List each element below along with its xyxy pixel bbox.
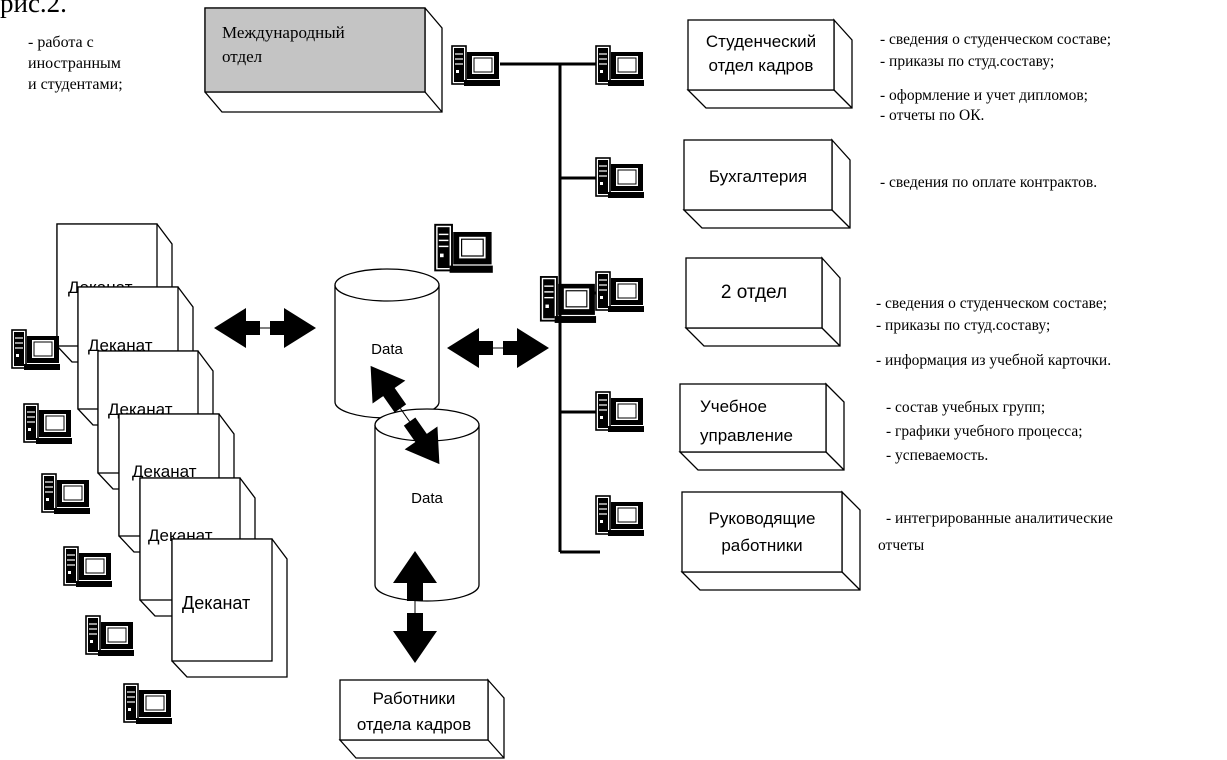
dept-name: Руководящие: [709, 509, 816, 528]
international-dept-box: Международный отдел: [204, 7, 443, 113]
computer-icon-deanery-2: [23, 403, 73, 445]
note-line: - приказы по студ.составу;: [880, 53, 1054, 70]
deanery-label: Деканат: [182, 593, 250, 613]
note-line: - приказы по студ.составу;: [876, 317, 1050, 334]
note-line: - оформление и учет дипломов;: [880, 87, 1088, 104]
data-store-label: Data: [411, 490, 443, 507]
deanery-label: Деканат: [132, 462, 197, 481]
international-dept-notes: - работа с иностранным и студентами;: [28, 32, 123, 95]
dept-box-second-dept: 2 отдел: [684, 256, 841, 347]
computer-icon-academic: [595, 391, 645, 433]
computer-icon-deanery-1: [11, 329, 61, 371]
computer-icon-deanery-6: [123, 683, 173, 725]
dept-name: Учебное: [700, 397, 767, 416]
computer-icon-center-2: [539, 276, 597, 324]
computer-icon-accounting: [595, 157, 645, 199]
dept-box-academic: Учебное управление: [678, 382, 845, 471]
dept-name: управление: [700, 426, 793, 445]
note-line: - интегрированные аналитические: [886, 510, 1113, 527]
international-note-line: и студентами;: [28, 76, 123, 93]
dept-box-student-hr: Студенческий отдел кадров: [686, 18, 853, 109]
note-line: - отчеты по ОК.: [880, 107, 984, 124]
computer-icon-center-1: [434, 223, 494, 274]
arrow-data-to-network: [446, 327, 550, 369]
data-store-main: Data: [334, 268, 440, 419]
international-dept-title: Международный: [222, 23, 345, 42]
deanery-label: Деканат: [88, 336, 153, 355]
arrow-data-to-hr-workers: [393, 551, 437, 663]
computer-icon-deanery-5: [85, 615, 135, 657]
dept-notes: - сведения о студенческом составе; - при…: [876, 31, 1113, 554]
computer-icon-student-hr: [595, 45, 645, 87]
deanery-page: Деканат: [171, 538, 288, 678]
dept-name: Студенческий: [706, 32, 816, 51]
computer-icon-second-dept: [595, 271, 645, 313]
note-line: - состав учебных групп;: [886, 399, 1045, 416]
data-store-label: Data: [371, 341, 403, 358]
computer-icon-management: [595, 495, 645, 537]
arrow-data-to-data: [370, 365, 440, 465]
dept-box-management: Руководящие работники: [680, 490, 861, 591]
hr-workers-box: Работники отдела кадров: [338, 678, 505, 759]
international-note-line: - работа с: [28, 34, 94, 51]
note-line: - сведения по оплате контрактов.: [880, 174, 1097, 191]
arrow-deanery-to-data: [213, 307, 317, 349]
computer-icon-international: [451, 45, 501, 87]
note-line: - графики учебного процесса;: [886, 423, 1083, 440]
dept-box-accounting: Бухгалтерия: [682, 138, 851, 229]
international-dept-title: отдел: [222, 47, 263, 66]
note-line: - информация из учебной карточки.: [876, 352, 1111, 369]
dept-name: отдел кадров: [709, 56, 814, 75]
note-line: - успеваемость.: [886, 447, 988, 464]
hr-workers-label: Работники: [373, 689, 456, 708]
deanery-stack: Деканат Деканат Деканат Деканат Деканат …: [56, 223, 288, 678]
dept-name: 2 отдел: [721, 282, 787, 303]
note-line: - сведения о студенческом составе;: [880, 31, 1111, 48]
dept-name: работники: [721, 536, 802, 555]
hr-workers-label: отдела кадров: [357, 715, 471, 734]
note-line: отчеты: [878, 537, 925, 554]
note-line: - сведения о студенческом составе;: [876, 295, 1107, 312]
dept-name: Бухгалтерия: [709, 167, 807, 186]
computer-icon-deanery-4: [63, 546, 113, 588]
figure-label: рис.2.: [0, 0, 67, 18]
computer-icon-deanery-3: [41, 473, 91, 515]
international-note-line: иностранным: [28, 55, 121, 72]
data-store-secondary: Data: [374, 408, 480, 602]
